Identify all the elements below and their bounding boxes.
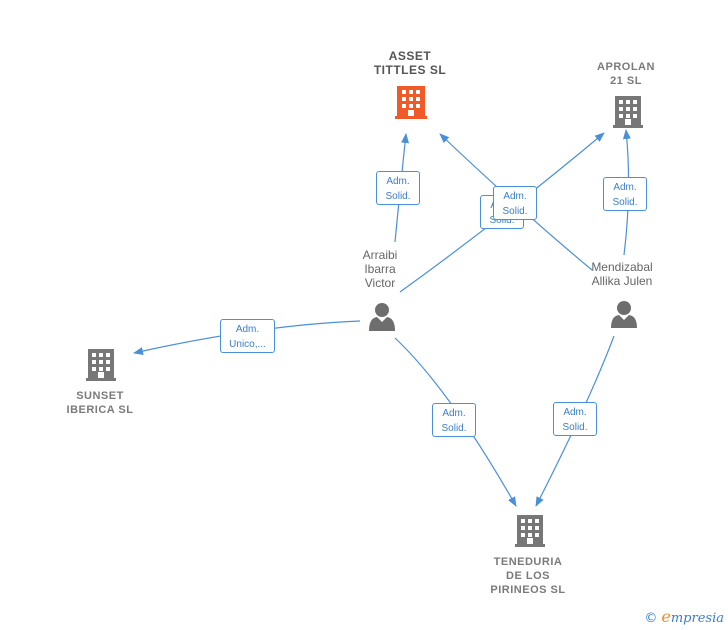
company-label-teneduria[interactable]: TENEDURIA DE LOS PIRINEOS SL bbox=[490, 556, 566, 596]
edge-label-line2: Solid. bbox=[502, 206, 528, 217]
edge-label-line2: Solid. bbox=[489, 215, 515, 226]
brand-footer: ©empresia bbox=[644, 607, 724, 626]
company-label-asset-tittles[interactable]: ASSET TITTLES SL bbox=[373, 49, 447, 77]
person-icon-arraibi[interactable] bbox=[369, 303, 395, 331]
edge-label-arraibi-sunset[interactable]: Adm. Unico,... bbox=[220, 319, 275, 353]
company-label-aprolan[interactable]: APROLAN 21 SL bbox=[597, 61, 655, 87]
brand-logo-text: mpresia bbox=[670, 611, 724, 626]
edge-label-mendizabal-aprolan[interactable]: Adm. Solid. bbox=[603, 177, 647, 211]
edge-label-line2: Solid. bbox=[562, 422, 588, 433]
brand-logo-initial: e bbox=[661, 607, 671, 626]
edge-label-line1: Adm. bbox=[235, 324, 260, 335]
edge-label-mendizabal-asset[interactable]: Adm. Solid. bbox=[493, 186, 537, 220]
edge-label-line2: Solid. bbox=[385, 191, 411, 202]
person-label-arraibi[interactable]: Arraibi Ibarra Victor bbox=[362, 248, 398, 290]
building-icon-sunset[interactable] bbox=[86, 349, 116, 381]
edge-label-mendizabal-teneduria[interactable]: Adm. Solid. bbox=[553, 402, 597, 436]
edge-label-line1: Adm. bbox=[442, 408, 466, 419]
edge-label-line2: Solid. bbox=[612, 197, 638, 208]
building-icon-teneduria[interactable] bbox=[515, 515, 545, 547]
building-icon-aprolan[interactable] bbox=[613, 96, 643, 128]
edge-label-line1: Adm. bbox=[386, 176, 410, 187]
edge-label-line1: Adm. bbox=[563, 407, 587, 418]
edge-label-arraibi-teneduria[interactable]: Adm. Solid. bbox=[432, 403, 476, 437]
company-label-sunset[interactable]: SUNSET IBERICA SL bbox=[66, 390, 134, 416]
person-icon-mendizabal[interactable] bbox=[611, 301, 637, 328]
copyright-icon: © bbox=[644, 611, 658, 626]
edge-label-arraibi-asset[interactable]: Adm. Solid. bbox=[376, 171, 420, 205]
person-label-mendizabal[interactable]: Mendizabal Allika Julen bbox=[591, 260, 653, 288]
edge-label-line1: Adm. bbox=[503, 191, 527, 202]
edge-label-line2: Solid. bbox=[441, 423, 467, 434]
building-icon-asset-tittles[interactable] bbox=[395, 86, 427, 119]
edge-label-line2: Unico,... bbox=[229, 339, 266, 350]
edge-label-line1: Adm. bbox=[613, 182, 637, 193]
